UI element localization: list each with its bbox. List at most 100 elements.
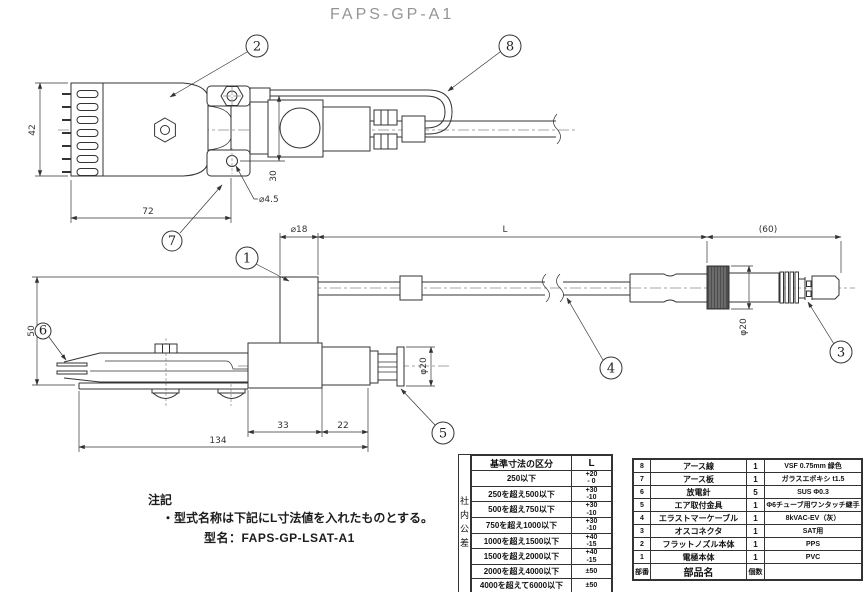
svg-text:4: 4 (607, 362, 615, 377)
connector-tip (811, 275, 840, 300)
part-quantity: 1 (746, 498, 765, 512)
needle-side (56, 362, 88, 367)
part-name: オスコネクタ (650, 524, 747, 538)
top-bolt-side (154, 343, 178, 354)
tolerance-value-cell: ±50 (571, 564, 612, 580)
rear-body (321, 346, 371, 386)
main-body (247, 342, 323, 389)
notes-line1: ・型式名称は下記にL寸法値を入れたものとする。 (162, 511, 433, 526)
part-quantity: 1 (746, 472, 765, 486)
part-number: 7 (633, 472, 651, 486)
part-remark: Φ6チューブ用ワンタッチ継手 (764, 498, 862, 512)
dim-bolt-to-hole: 30 (269, 170, 279, 182)
dim-connector-length: (60) (759, 225, 777, 235)
ball-joint (279, 107, 321, 149)
top-view-dimensions: 42 72 30 ⌀4.5 (28, 82, 285, 223)
clamp-screws (373, 109, 398, 150)
tolerance-header-range: 基準寸法の区分 (471, 455, 572, 471)
part-quantity: 1 (746, 511, 765, 525)
tolerance-row: 500を超え750以下 +30-10 (471, 501, 612, 519)
svg-text:7: 7 (168, 234, 176, 249)
tolerance-row: 1500を超え2000以下 +40-15 (471, 548, 612, 566)
dim-connector-dia: φ20 (739, 318, 749, 336)
balloon-2: 2 (169, 34, 269, 98)
balloon-7: 7 (161, 184, 223, 252)
tolerance-value-cell: +30-10 (571, 517, 612, 534)
part-number: 3 (633, 524, 651, 538)
parts-row: 2 フラットノズル本体 1 PPS (633, 537, 862, 551)
part-name: アース板 (650, 472, 747, 486)
balloon-6: 6 (34, 322, 67, 361)
part-remark: PVC (764, 550, 862, 564)
connector (629, 265, 840, 310)
cable-break (553, 113, 561, 145)
tolerance-range-cell: 2000を超え4000以下 (471, 564, 572, 580)
parts-row: 3 オスコネクタ 1 SAT用 (633, 524, 862, 538)
parts-footer-remark (764, 563, 862, 580)
dim-cable-length: L (502, 225, 507, 235)
balloon-4: 4 (566, 297, 623, 380)
tolerance-header-l: L (571, 455, 612, 471)
dim-body-width: 33 (277, 421, 288, 431)
parts-row: 8 アース線 1 VSF 0.75mm 緑色 (633, 459, 862, 473)
part-remark: VSF 0.75mm 緑色 (764, 459, 862, 473)
part-quantity: 1 (746, 537, 765, 551)
svg-text:6: 6 (39, 324, 47, 339)
connector-latch (806, 280, 812, 287)
tolerance-value-cell: +40-15 (571, 532, 612, 550)
tolerance-row: 750を超え1000以下 +30-10 (471, 517, 612, 534)
parts-footer-name: 部品名 (650, 563, 747, 580)
dim-hole-dia: ⌀4.5 (259, 195, 279, 205)
balloon-5: 5 (400, 388, 455, 445)
tolerance-value-cell: +30-10 (571, 485, 612, 503)
parts-table-footer: 部番 部品名 個数 (633, 563, 862, 580)
electrode-body-block (279, 276, 319, 344)
tolerance-row: 250を超え500以下 +30-10 (471, 485, 612, 503)
air-fitting (369, 346, 405, 387)
tolerance-range-cell: 500を超え750以下 (471, 501, 572, 519)
tolerance-row: 1000を超え1500以下 +40-15 (471, 532, 612, 550)
tolerance-row: 4000を超えて6000以下 ±50 (471, 578, 612, 592)
tolerance-rows: 250以下 +20- 0 250を超え500以下 +30-10 500を超え75… (471, 470, 612, 592)
cable-ferrule (399, 275, 423, 301)
part-quantity: 1 (746, 459, 765, 473)
tolerance-range-cell: 1000を超え1500以下 (471, 532, 572, 550)
top-view: 42 72 30 ⌀4.5 2 8 (28, 34, 578, 252)
part-name: 放電針 (650, 485, 747, 499)
svg-text:2: 2 (253, 40, 261, 55)
part-number: 5 (633, 498, 651, 512)
dim-side-height: 50 (27, 325, 37, 337)
parts-row: 1 電極本体 1 PVC (633, 550, 862, 564)
dim-fitting-width: 22 (337, 421, 348, 431)
dim-fitting-dia: φ20 (419, 357, 429, 375)
part-remark: SAT用 (764, 524, 862, 538)
svg-text:1: 1 (243, 252, 251, 267)
side-view: 50 ⌀18 L (60) 33 22 134 φ20 (27, 225, 855, 452)
body-block (322, 106, 371, 152)
drawing-title: FAPS-GP-A1 (330, 6, 455, 23)
parts-row: 7 アース板 1 ガラスエポキシ t1.5 (633, 472, 862, 486)
tolerance-range-cell: 250以下 (471, 470, 572, 487)
svg-text:3: 3 (837, 346, 845, 361)
nozzle-slots (76, 90, 99, 176)
nozzle-side-profile (56, 343, 248, 399)
tolerance-value-cell: +30-10 (571, 501, 612, 519)
dim-head-width: 72 (142, 207, 153, 217)
part-number: 6 (633, 485, 651, 499)
parts-footer-qty: 個数 (746, 563, 765, 580)
part-name: フラットノズル本体 (650, 537, 747, 551)
svg-text:5: 5 (439, 427, 447, 442)
tolerance-value-cell: +40-15 (571, 548, 612, 566)
part-number: 4 (633, 511, 651, 525)
parts-table: 8 アース線 1 VSF 0.75mm 緑色 7 アース板 1 ガラスエポキシ … (632, 458, 863, 581)
part-quantity: 5 (746, 485, 765, 499)
notes-block: 注記 ・型式名称は下記にL寸法値を入れたものとする。 型名：FAPS-GP-LS… (148, 493, 433, 546)
tolerance-value-cell: ±50 (571, 578, 612, 592)
tolerance-range-cell: 4000を超えて6000以下 (471, 578, 572, 592)
dim-overall-width: 134 (209, 436, 226, 446)
tolerance-table: 社内公差 基準寸法の区分 L 250以下 +20- 0 250を超え500以下 … (458, 454, 613, 592)
balloon-8: 8 (447, 34, 522, 92)
parts-row: 4 エラストマーケーブル 1 8kVAC-EV（灰） (633, 511, 862, 525)
